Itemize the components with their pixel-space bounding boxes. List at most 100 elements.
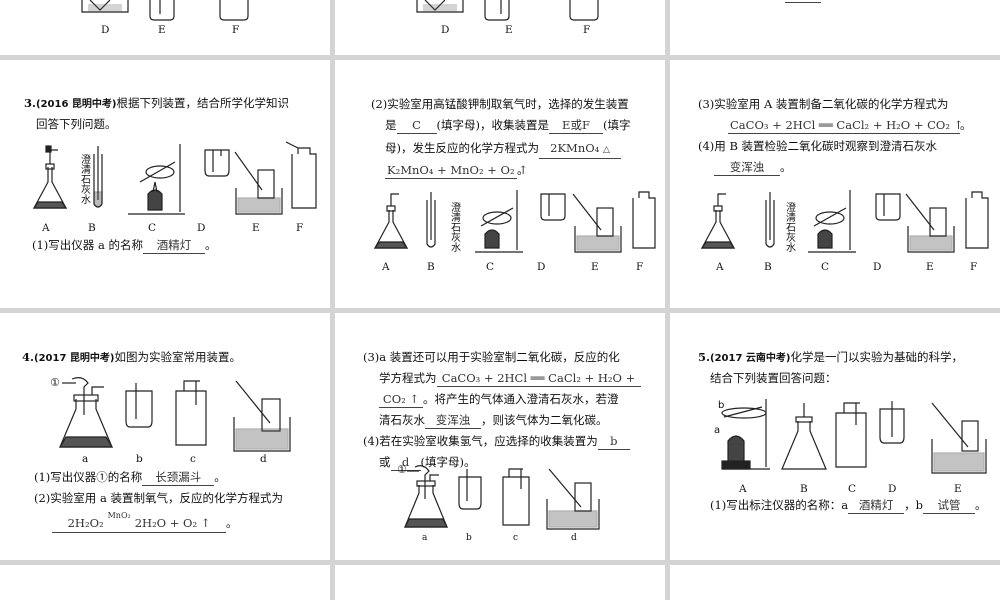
fig-label-e: E <box>158 24 166 36</box>
fig-label-e: E <box>252 222 260 234</box>
fig-label-a: a <box>422 533 428 543</box>
fig-label-b: B <box>764 261 772 273</box>
q3-part3-line1: (3)实验室用 A 装置制备二氧化碳的化学方程式为 <box>698 97 949 111</box>
answer-blank: d <box>390 455 421 471</box>
fig-label-c: c <box>190 453 196 465</box>
question-source: (2017 昆明中考) <box>34 353 115 364</box>
answer-blank: 变浑浊 <box>425 413 481 429</box>
apparatus-figure <box>58 377 291 452</box>
card-r3c0 <box>0 565 330 600</box>
answer-blank: b <box>597 434 630 450</box>
fig-note-limewater: 澄清石灰水 <box>451 203 461 254</box>
fig-label-a: a <box>82 453 89 465</box>
fig-label-e: E <box>505 24 513 36</box>
answer-blank: 酒精灯 <box>142 238 205 254</box>
q4-stem: 4.(2017 昆明中考)如图为实验室常用装置。 <box>22 347 241 369</box>
q3-stem-line2: 回答下列问题。 <box>36 117 117 131</box>
fig-label-d: d <box>571 533 577 543</box>
fig-label-c: C <box>821 261 830 273</box>
fig-label-d: d <box>260 453 267 465</box>
card-r3c1 <box>335 565 665 600</box>
answer-blank: 试管 <box>923 498 976 514</box>
fig-note-b: b <box>718 400 725 411</box>
question-source: (2017 云南中考) <box>710 353 791 364</box>
fig-label-e: E <box>591 261 599 273</box>
fig-label-c: C <box>848 483 857 495</box>
equation-blank: 2H₂O₂MnO₂2H₂O + O₂ ↑ <box>52 511 226 533</box>
answer-blank: 变浑浊 <box>714 160 780 176</box>
fig-label-a: A <box>716 261 724 273</box>
q3-part4-line2: 变浑浊。 <box>714 157 792 178</box>
q3-part3-line2: CaCO₃ + 2HCl ══ CaCl₂ + H₂O + CO₂ ↑。 <box>728 118 972 134</box>
apparatus-figure <box>404 465 600 530</box>
card-q5: 5.(2017 云南中考)化学是一门以实验为基础的科学， 结合下列装置回答问题：… <box>670 313 1000 560</box>
fig-label-f: F <box>636 261 644 273</box>
fig-label-f: F <box>970 261 978 273</box>
card-r3c2 <box>670 565 1000 600</box>
fig-note-a: a <box>714 425 721 436</box>
fig-label-d: D <box>873 261 882 273</box>
apparatus-figure <box>416 0 599 21</box>
fig-label-b: B <box>800 483 808 495</box>
fig-label-c: c <box>513 533 519 543</box>
fig-label-a: A <box>382 261 390 273</box>
fig-label-f: F <box>296 222 304 234</box>
card-r0c2 <box>670 0 1000 55</box>
q4-part2-line2: 2H₂O₂MnO₂2H₂O + O₂ ↑。 <box>52 511 238 534</box>
q5-stem-line2: 结合下列装置回答问题： <box>710 371 837 385</box>
equation-blank: CaCO₃ + 2HCl ══ CaCl₂ + H₂O + <box>436 371 641 387</box>
question-source: (2016 昆明中考) <box>36 99 117 110</box>
marker-funnel: ① <box>50 376 60 389</box>
fig-label-d: D <box>888 483 897 495</box>
apparatus-figure <box>373 190 656 253</box>
fig-label-e: E <box>926 261 934 273</box>
fig-label-a: A <box>739 483 747 495</box>
apparatus-figure <box>721 399 987 474</box>
marker-funnel: ① <box>397 463 407 476</box>
apparatus-figure <box>700 190 989 253</box>
question-number: 3. <box>24 96 37 110</box>
fig-label-d: D <box>537 261 546 273</box>
fig-label-f: F <box>583 24 591 36</box>
fig-label-d: D <box>197 222 206 234</box>
fig-note-limewater: 澄清石灰水 <box>786 203 796 254</box>
q4-part2-line1: (2)实验室用 a 装置制氧气，反应的化学方程式为 <box>34 491 283 505</box>
fig-label-b: b <box>466 533 472 543</box>
fig-label-c: C <box>486 261 495 273</box>
q4-part3-line3: CO₂ ↑。将产生的气体通入澄清石灰水，若澄 <box>379 389 619 410</box>
fig-label-b: b <box>136 453 143 465</box>
q3-part2-line1: (2)实验室用高锰酸钾制取氧气时，选择的发生装置 <box>371 97 629 111</box>
fig-label-d: D <box>101 24 110 36</box>
fig-label-c: C <box>148 222 157 234</box>
apparatus-figure <box>32 141 317 215</box>
question-number: 5. <box>698 350 711 364</box>
fig-label-d: D <box>441 24 450 36</box>
card-q3: 3.(2016 昆明中考)根据下列装置，结合所学化学知识 回答下列问题。 <box>0 60 330 308</box>
fig-label-b: B <box>88 222 96 234</box>
card-q4: 4.(2017 昆明中考)如图为实验室常用装置。 ① a b c d (1)写出… <box>0 313 330 560</box>
equation-blank: CO₂ ↑ <box>379 392 423 408</box>
q3-part1: (1)写出仪器 a 的名称酒精灯。 <box>32 238 217 254</box>
q4-part3-line4: 清石灰水变浑浊，则该气体为二氧化碳。 <box>379 413 608 429</box>
equation-blank: 2KMnO₄ △ <box>539 141 621 159</box>
answer-blank: 酒精灯 <box>848 498 905 514</box>
card-r0c0: D E F <box>0 0 330 55</box>
question-number: 4. <box>22 350 35 364</box>
fig-label-e: E <box>954 483 962 495</box>
stem-text: 化学是一门以实验为基础的科学， <box>790 350 963 364</box>
stem-text: 根据下列装置，结合所学化学知识 <box>116 96 289 110</box>
q5-stem-line1: 5.(2017 云南中考)化学是一门以实验为基础的科学， <box>698 347 963 369</box>
fig-label-f: F <box>232 24 240 36</box>
equation-blank: CaCO₃ + 2HCl ══ CaCl₂ + H₂O + CO₂ ↑ <box>728 118 964 134</box>
answer-blank: C <box>396 118 437 134</box>
stem-text: 如图为实验室常用装置。 <box>114 350 241 364</box>
answer-blank: 长颈漏斗 <box>142 470 215 486</box>
q3-stem-line1: 3.(2016 昆明中考)根据下列装置，结合所学化学知识 <box>24 93 289 115</box>
card-r0c1: D E F <box>335 0 665 55</box>
